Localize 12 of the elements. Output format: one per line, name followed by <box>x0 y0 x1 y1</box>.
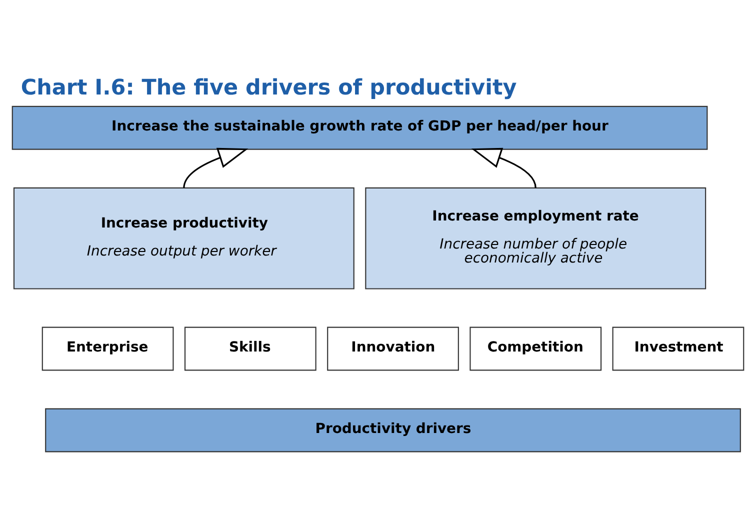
node-box: Increase employment rate Increase number of people economically active <box>365 187 706 290</box>
node-box: Productivity drivers <box>45 408 741 452</box>
arrow <box>183 148 248 188</box>
diagram-title: Chart I.6: The five drivers of productivity <box>20 76 517 101</box>
node-box: Skills <box>184 326 316 371</box>
node-box: Innovation <box>327 326 459 371</box>
node-box: Enterprise <box>42 326 174 371</box>
arrow <box>471 148 536 188</box>
node-box: Increase the sustainable growth rate of GDP per head/per hour <box>12 106 708 150</box>
node-box: Increase productivity Increase output per worker <box>13 187 354 290</box>
node-box: Investment <box>612 326 744 371</box>
node-box: Competition <box>470 326 602 371</box>
